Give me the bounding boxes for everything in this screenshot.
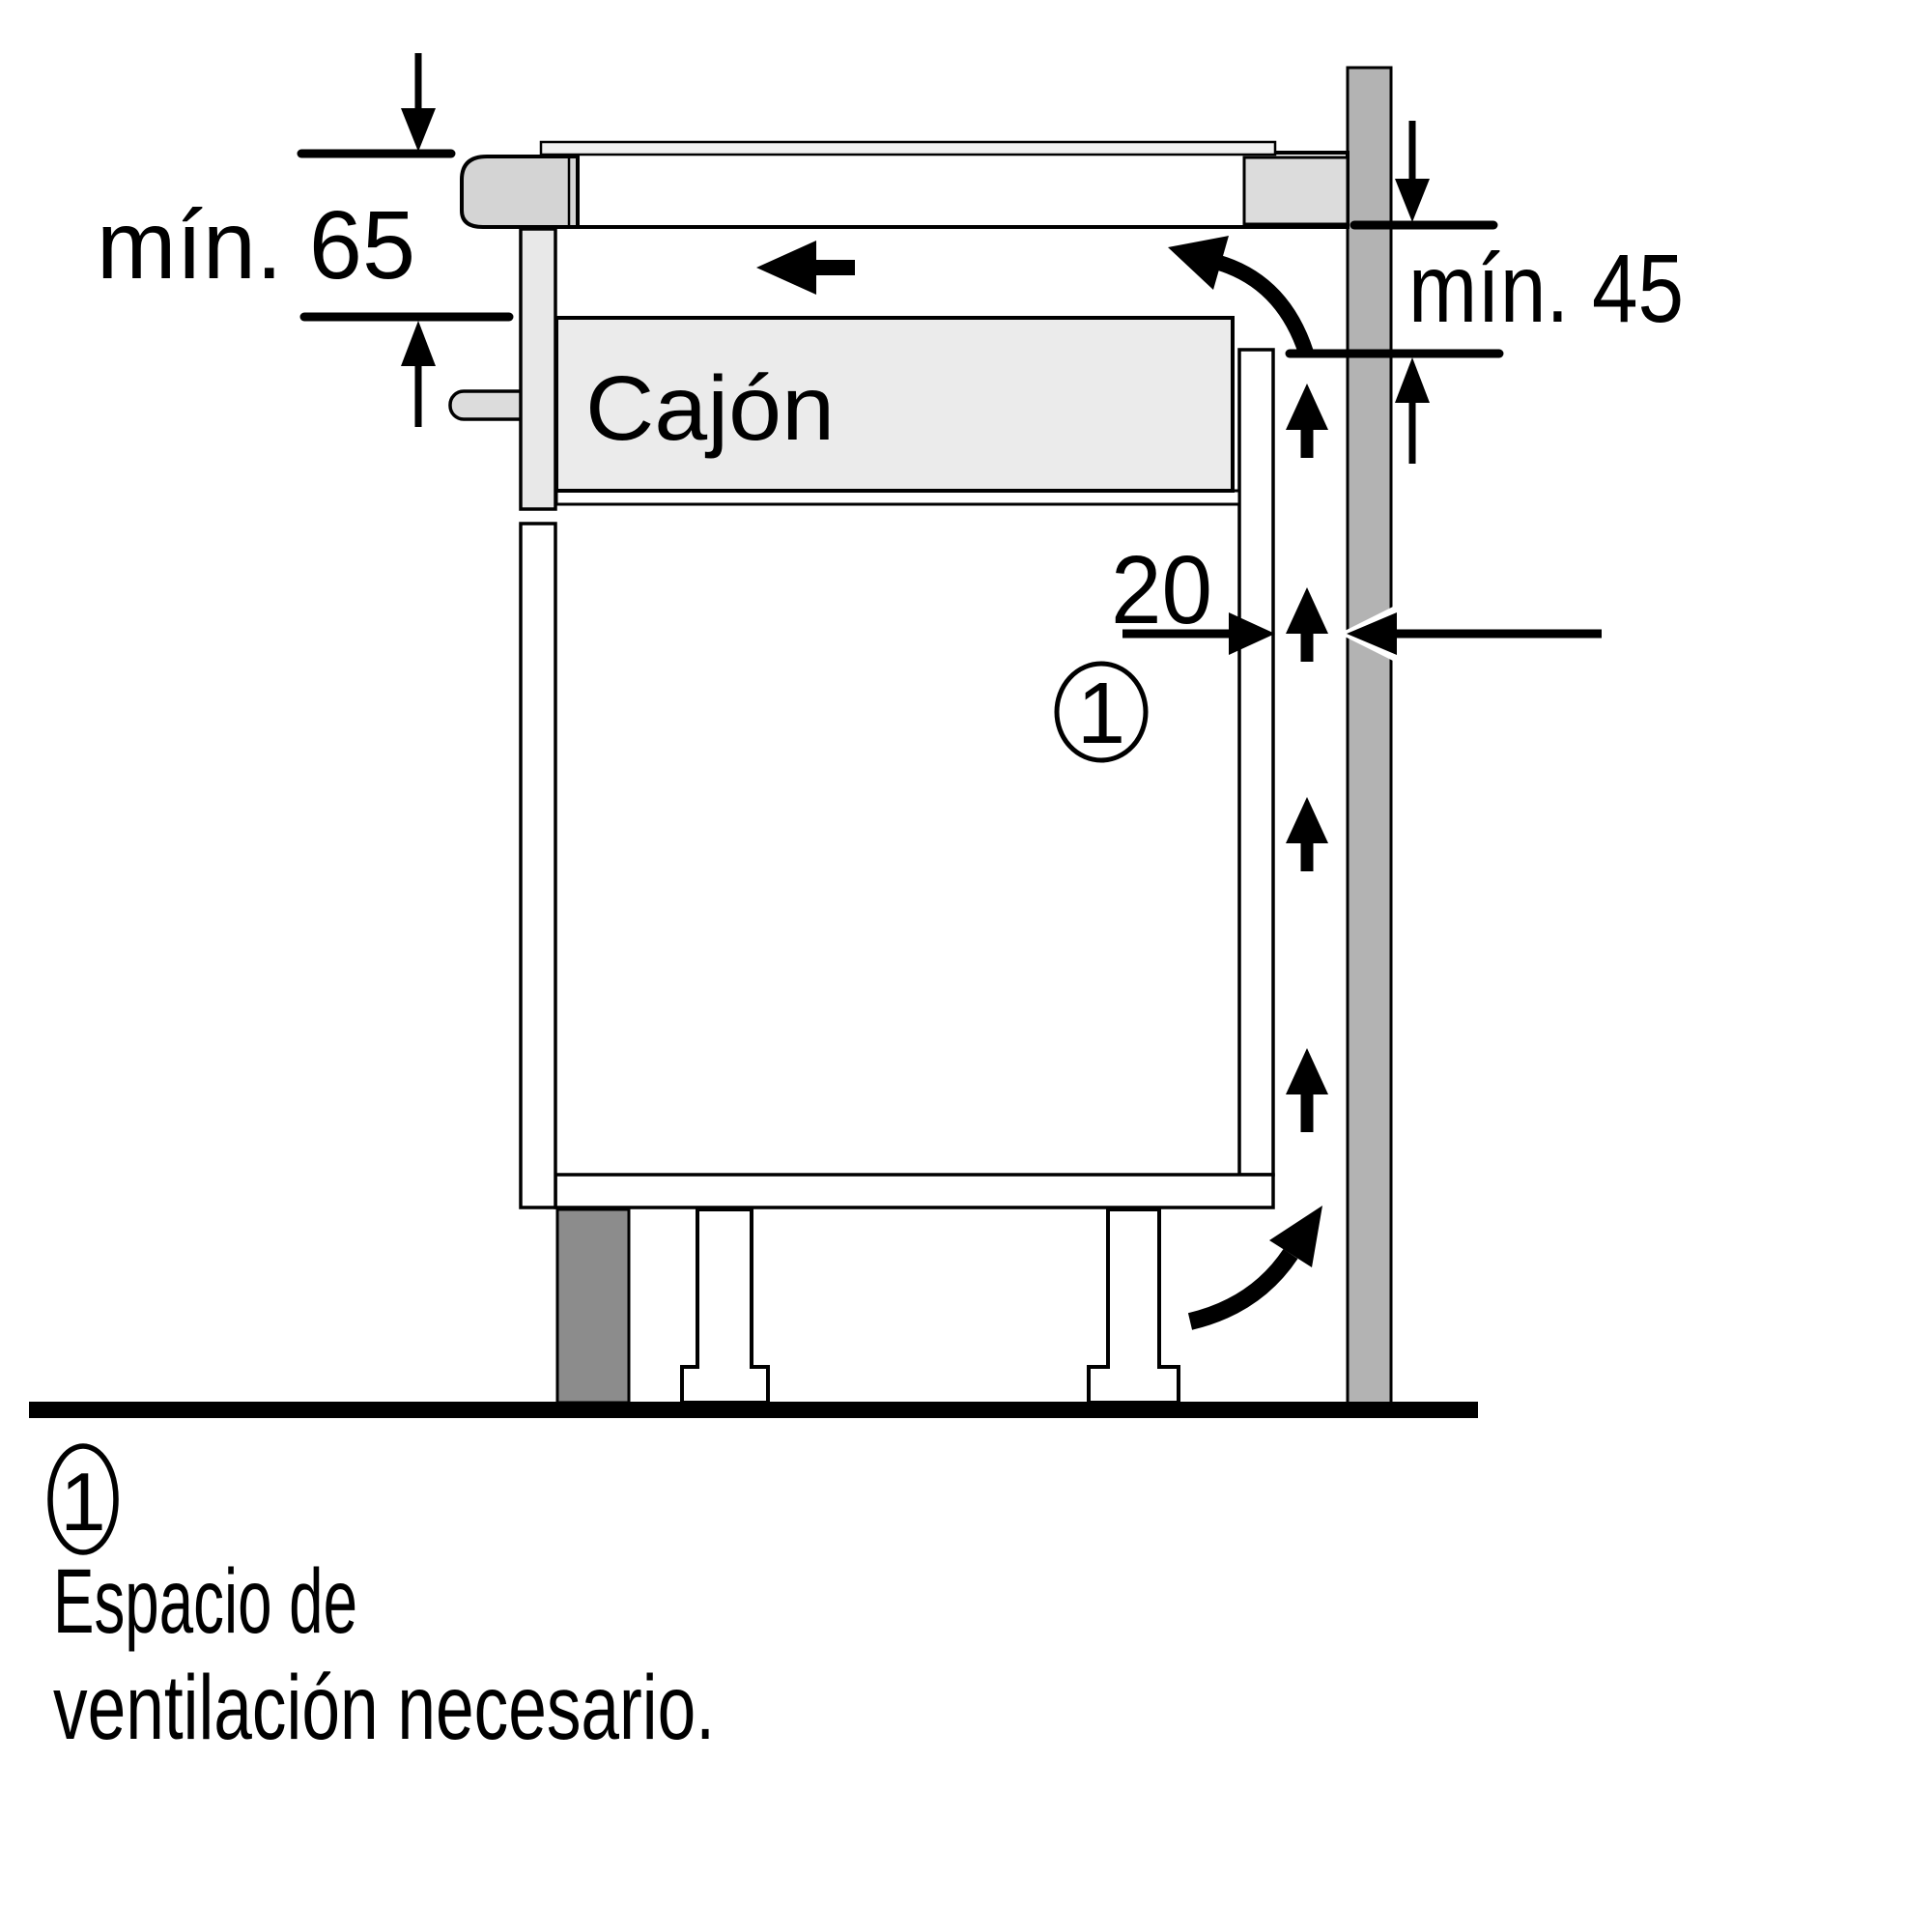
callout-number: 1 bbox=[1077, 666, 1125, 762]
gap-up-arrow-icon bbox=[1286, 384, 1328, 430]
cabinet-leg-back bbox=[1087, 1208, 1180, 1405]
gap-up-arrow-icon bbox=[1286, 587, 1328, 634]
cabinet-front-panel bbox=[519, 522, 557, 1209]
legend-marker: 1 bbox=[60, 1457, 105, 1548]
ventilation-gap-arrows bbox=[1286, 384, 1328, 1132]
legend-line2: ventilación necesario. bbox=[53, 1657, 715, 1759]
drawer-box bbox=[554, 316, 1235, 493]
cabinet-leg-front bbox=[680, 1208, 770, 1405]
airflow-left-arrow-shaft bbox=[814, 260, 855, 275]
dimension-gap20: 20 bbox=[1111, 536, 1602, 667]
dimension-min45: mín. 45 bbox=[1285, 121, 1684, 464]
legend-line1: Espacio de bbox=[53, 1550, 357, 1653]
gap20-arrow-right-icon bbox=[1229, 612, 1275, 655]
gap-up-arrow-icon bbox=[1286, 1048, 1328, 1094]
cabinet-bottom-panel bbox=[554, 1173, 1275, 1209]
min65-arrow-up-icon bbox=[401, 321, 436, 366]
cabinet-back-panel bbox=[1237, 348, 1275, 1177]
airflow-curve-top-arrow-icon bbox=[1168, 236, 1229, 290]
callout-circle-icon bbox=[1054, 661, 1149, 763]
plinth bbox=[555, 1208, 631, 1405]
wall bbox=[1346, 66, 1393, 1406]
airflow-left-arrow-icon bbox=[756, 241, 816, 295]
drawer-shelf bbox=[554, 489, 1241, 506]
drawer-front bbox=[519, 227, 557, 511]
worktop bbox=[563, 151, 1350, 229]
legend-circle-icon bbox=[47, 1443, 119, 1555]
airflow-curve-top bbox=[1216, 255, 1314, 355]
airflow-bottom bbox=[1187, 1206, 1322, 1330]
drawer-label: Cajón bbox=[585, 357, 835, 460]
gap20-arrow-left-icon bbox=[1347, 612, 1397, 655]
legend: 1 Espacio de ventilación necesario. bbox=[47, 1443, 715, 1759]
airflow-curve-bottom bbox=[1187, 1248, 1298, 1330]
min65-label: mín. 65 bbox=[97, 191, 415, 299]
min45-arrow-down-icon bbox=[1395, 179, 1430, 222]
airflow-top bbox=[756, 236, 1314, 355]
gap20-label: 20 bbox=[1111, 536, 1212, 644]
gap-up-arrow-icon bbox=[1286, 797, 1328, 843]
min45-arrow-up-icon bbox=[1395, 357, 1430, 403]
min65-arrow-down-icon bbox=[401, 108, 436, 152]
min45-label: mín. 45 bbox=[1408, 235, 1684, 343]
hob-body bbox=[460, 155, 580, 229]
airflow-curve-bottom-arrow-icon bbox=[1269, 1206, 1322, 1267]
floor-line bbox=[29, 1402, 1478, 1418]
callout-1: 1 bbox=[1054, 661, 1149, 763]
hob-glass bbox=[539, 140, 1277, 156]
dimension-min65: mín. 65 bbox=[97, 53, 514, 427]
worktop-wall-spacer bbox=[1242, 156, 1350, 226]
